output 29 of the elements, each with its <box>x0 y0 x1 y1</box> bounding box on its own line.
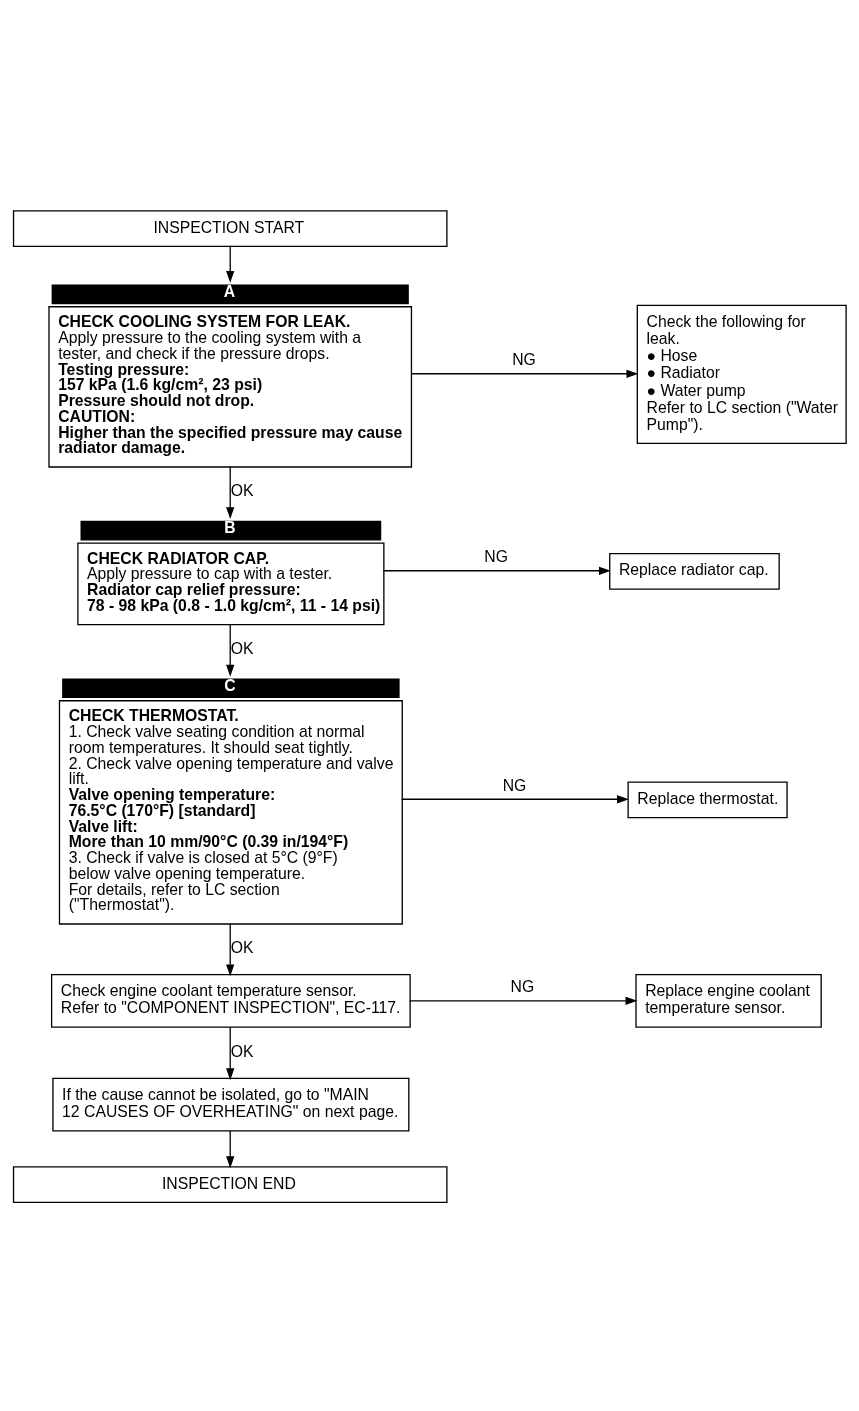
edge-label: NG <box>510 977 535 995</box>
node-box: Check engine coolant temperature sensor. Refer to "COMPONENT INSPECTION", EC-117. <box>50 973 411 1028</box>
edge-label: OK <box>230 481 254 499</box>
edge-label: NG <box>484 547 508 565</box>
node-box: Replace thermostat. <box>627 781 788 818</box>
node-box: If the cause cannot be isolated, go to "MAIN 12 CAUSES OF OVERHEATING" on next page. <box>52 1077 410 1131</box>
edge-label: NG <box>512 350 536 368</box>
arrow <box>226 1025 235 1080</box>
arrow <box>226 1129 235 1168</box>
arrow <box>382 566 611 575</box>
edge-label: NG <box>502 776 527 794</box>
arrow <box>408 996 638 1005</box>
node-box: Check the following for leak. ● Hose ● Radiator ● Water pump Refer to LC section ("Water Pump"). <box>636 304 847 444</box>
arrow <box>226 465 235 519</box>
arrow <box>226 623 235 677</box>
arrow <box>411 369 639 378</box>
node-label: A <box>223 282 236 300</box>
node-box: Replace radiator cap. <box>609 552 780 590</box>
arrow <box>226 244 235 283</box>
node-label: C <box>224 676 236 694</box>
node-label: B <box>224 518 236 536</box>
arrow <box>226 922 235 976</box>
arrow <box>401 794 629 803</box>
node-box: INSPECTION END <box>12 1165 448 1203</box>
edge-label: OK <box>230 639 254 657</box>
edge-label: OK <box>230 938 254 956</box>
edge-label: OK <box>230 1042 254 1060</box>
node-box: INSPECTION START <box>12 209 448 247</box>
node-box: Replace engine coolant temperature sensor. <box>635 973 822 1028</box>
